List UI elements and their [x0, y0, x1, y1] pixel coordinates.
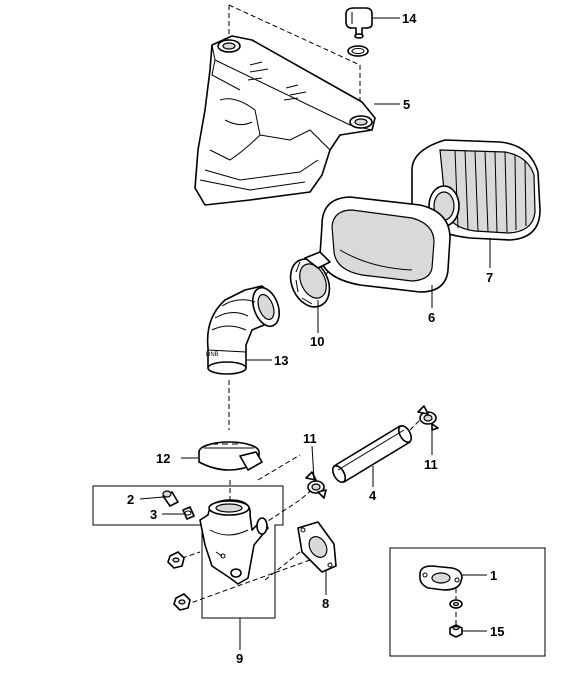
leader-lines [139, 17, 491, 650]
air-filter-part-7 [411, 139, 541, 241]
callout-12: 12 [156, 451, 170, 466]
callout-10: 10 [310, 334, 324, 349]
airbox-housing-part-5 [194, 35, 376, 206]
callout-11-right: 11 [424, 457, 438, 472]
hose-clamp-part-12 [198, 441, 263, 471]
clamp-ring-part-10 [289, 251, 331, 308]
intake-manifold-part-9 [199, 499, 269, 585]
fitting-part-3 [182, 506, 195, 520]
callout-5: 5 [403, 97, 410, 112]
assembly-box-part-9 [92, 485, 284, 619]
nut-upper [167, 551, 185, 569]
nut-lower [173, 593, 191, 611]
filter-frame-part-6 [319, 196, 451, 293]
nut-part-15 [449, 624, 463, 638]
svg-text:DNB: DNB [206, 352, 219, 358]
callout-3: 3 [150, 507, 157, 522]
hose-clip-part-11-left [305, 471, 327, 499]
callout-15: 15 [490, 624, 504, 639]
gasket-part-8 [297, 521, 337, 573]
callout-7: 7 [486, 270, 493, 285]
flange-part-1 [419, 565, 463, 591]
vent-cap-part-14 [345, 7, 373, 57]
intake-elbow-part-13: DNB [206, 285, 280, 375]
callout-14: 14 [402, 11, 417, 26]
callout-6: 6 [428, 310, 435, 325]
hose-clip-part-11-right [417, 405, 439, 431]
callout-11-left: 11 [303, 431, 317, 446]
inset-box [389, 547, 546, 657]
callout-9: 9 [236, 651, 243, 666]
callout-8: 8 [322, 596, 329, 611]
washer [449, 599, 463, 609]
callout-13: 13 [274, 353, 288, 368]
fitting-part-2 [162, 490, 179, 507]
filter-pleats [454, 149, 527, 233]
callout-2: 2 [127, 492, 134, 507]
callout-4: 4 [369, 488, 377, 503]
callout-1: 1 [490, 568, 497, 583]
hose-part-4 [331, 425, 413, 483]
callout-labels: 14 5 7 6 10 13 12 11 11 4 2 3 8 9 1 15 [127, 11, 504, 666]
